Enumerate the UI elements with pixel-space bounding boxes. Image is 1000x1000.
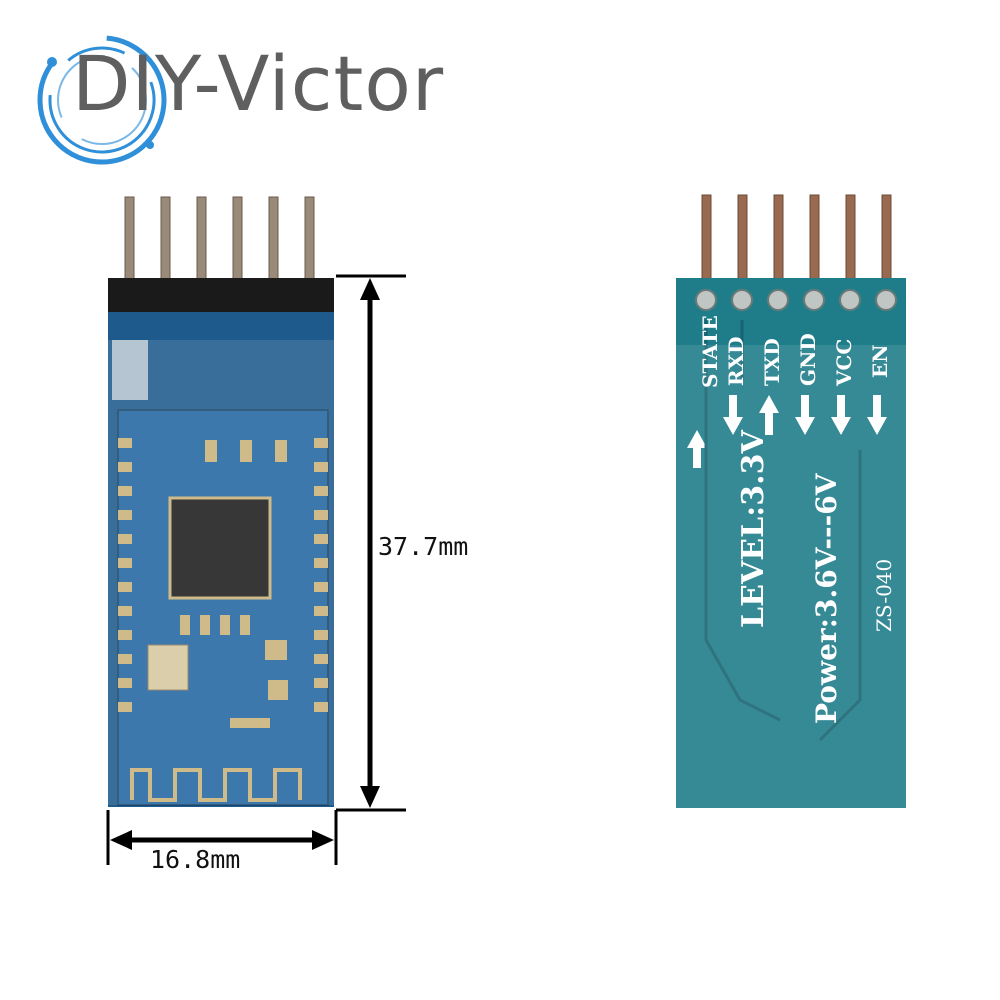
pin-label-gnd: GND	[796, 333, 820, 386]
brand-logo-text: DIY-Victor	[72, 39, 445, 128]
pin-label-rxd: RXD	[724, 336, 748, 386]
height-dimension-label: 37.7mm	[378, 532, 469, 561]
model-text: ZS-040	[872, 558, 896, 632]
pin-label-state: STATE	[698, 315, 722, 388]
pin-label-vcc: VCC	[832, 338, 856, 386]
pin-label-txd: TXD	[760, 338, 784, 386]
width-dimension-label: 16.8mm	[150, 845, 241, 874]
power-text: Power:3.6V---6V	[810, 473, 843, 724]
level-text: LEVEL:3.3V	[736, 430, 771, 628]
pin-label-en: EN	[868, 344, 892, 378]
